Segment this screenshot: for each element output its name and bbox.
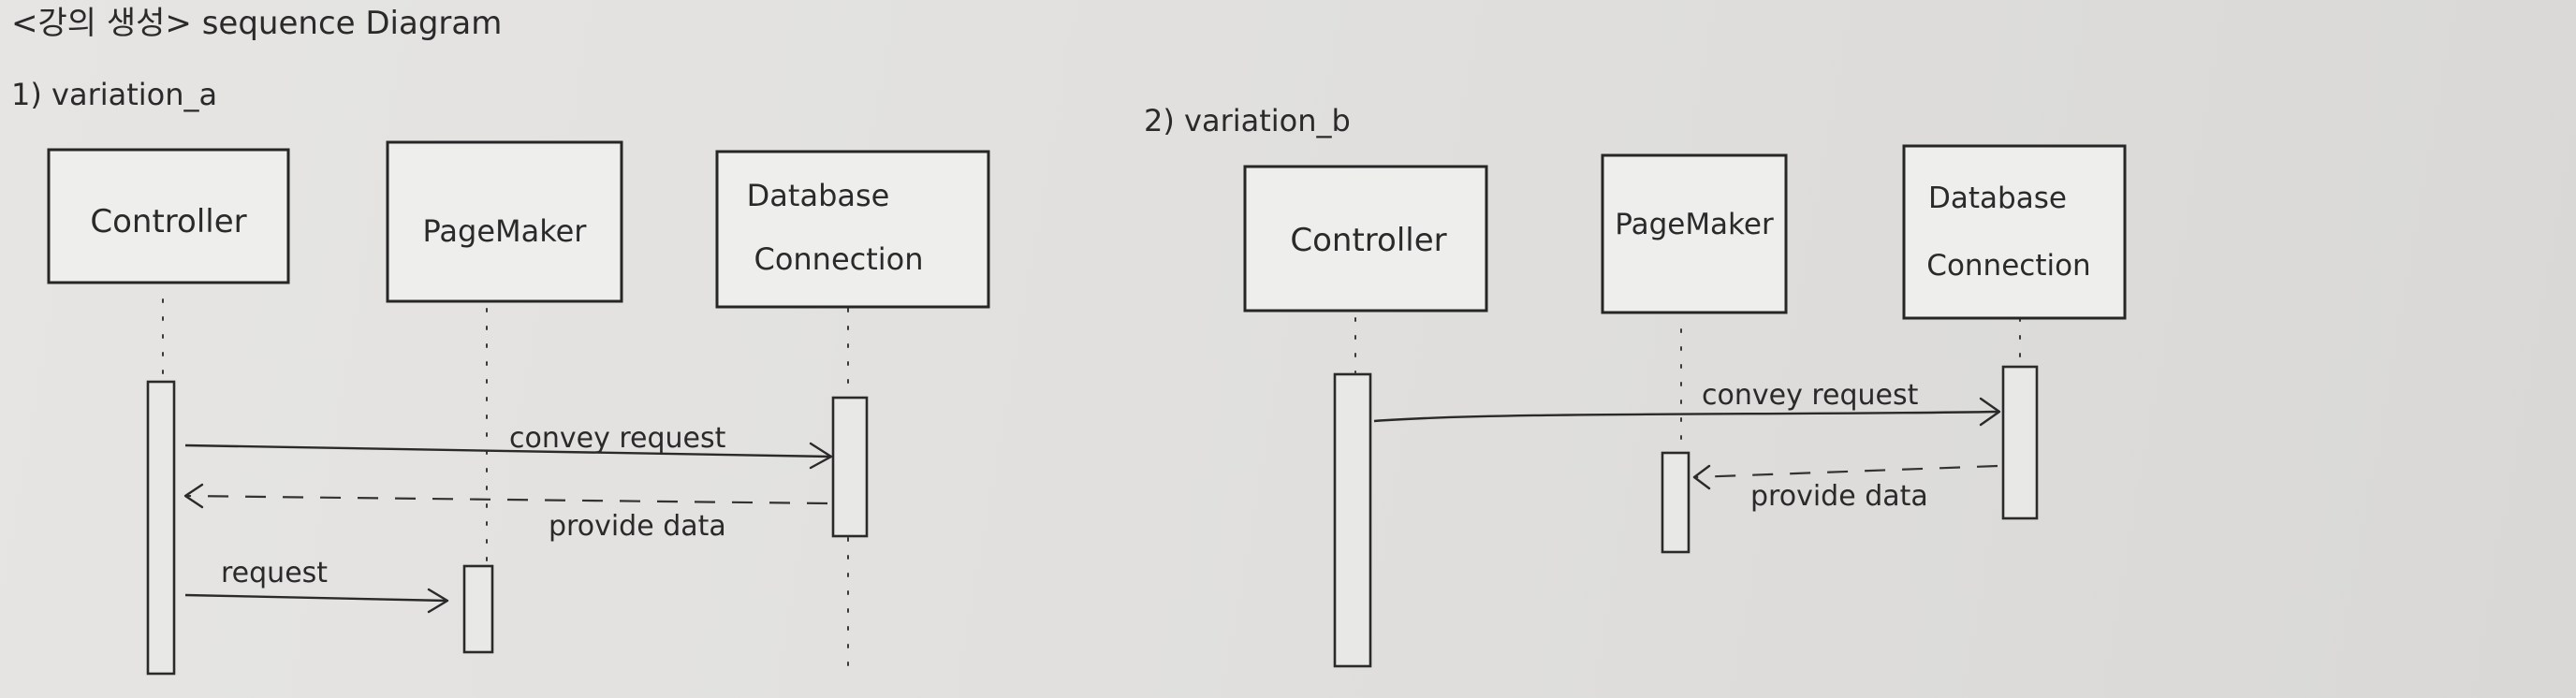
participant-pagemaker-a [386, 140, 623, 303]
participant-pagemaker-a-label: PageMaker [423, 213, 588, 249]
participant-controller-b-label: Controller [1290, 222, 1446, 259]
participant-database-b-label-2: Connection [1926, 249, 2090, 283]
message-convey-request-a-label: convey request [509, 422, 726, 455]
activation-pagemaker-a [462, 564, 494, 654]
activation-controller-b [1333, 372, 1372, 668]
message-provide-data-a [184, 494, 828, 505]
diagram-title: <강의 생성> sequence Diagram [11, 5, 502, 42]
participant-database-b-label-1: Database [1928, 182, 2067, 215]
participant-database-a-label-1: Database [747, 178, 890, 213]
participant-controller-a-label: Controller [90, 203, 246, 240]
participant-controller-a [47, 148, 290, 284]
participant-database-b [1902, 144, 2127, 320]
message-convey-request-b [1373, 410, 2000, 423]
activation-database-b [2001, 365, 2039, 520]
variation-a-label: 1) variation_a [11, 77, 217, 112]
message-provide-data-b [1693, 464, 1998, 479]
participant-controller-b [1243, 165, 1488, 313]
message-convey-request-b-label: convey request [1702, 379, 1919, 412]
variation-b: 2) variation_b Controller PageMaker Data… [1144, 103, 2127, 668]
variation-b-label: 2) variation_b [1144, 103, 1351, 138]
participant-database-a [715, 150, 990, 309]
activation-pagemaker-b [1661, 451, 1690, 554]
message-request-a [184, 593, 448, 603]
arrowhead-provide-data-a [183, 483, 204, 509]
arrowhead-request-a [427, 588, 449, 614]
arrowhead-convey-request-a [809, 442, 833, 470]
message-convey-request-a [184, 444, 832, 458]
variation-a: 1) variation_a Controller PageMaker Data… [11, 77, 990, 679]
message-request-a-label: request [221, 557, 328, 589]
arrowhead-provide-data-b [1692, 464, 1711, 490]
arrowhead-convey-request-b [1979, 397, 2001, 427]
participant-pagemaker-b [1601, 153, 1788, 314]
activation-database-a [831, 396, 869, 538]
activation-controller-a [146, 380, 176, 676]
participant-pagemaker-b-label: PageMaker [1615, 208, 1774, 241]
message-provide-data-a-label: provide data [549, 510, 726, 543]
message-provide-data-b-label: provide data [1750, 480, 1928, 513]
participant-database-a-label-2: Connection [754, 241, 923, 277]
